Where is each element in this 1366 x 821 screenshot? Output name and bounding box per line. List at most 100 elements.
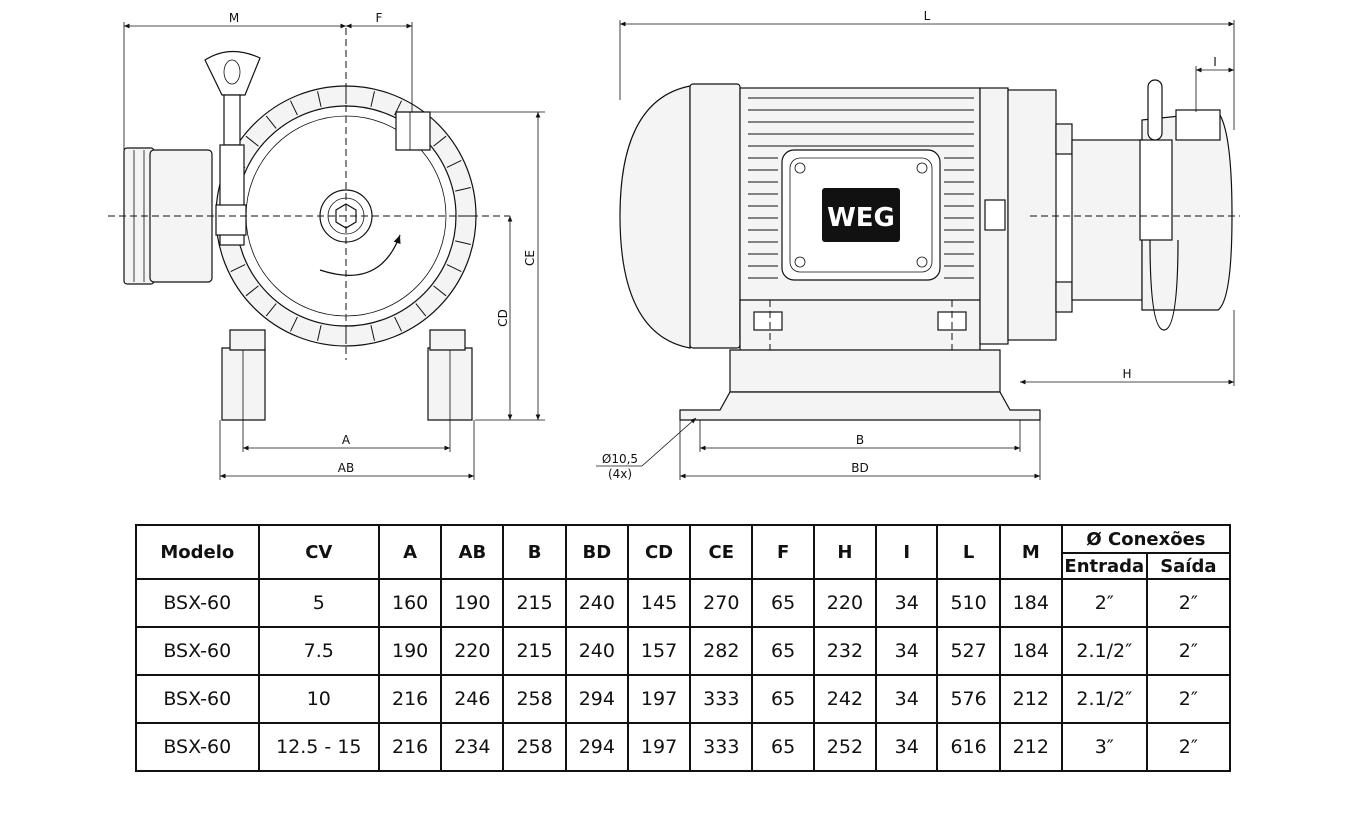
table-cell: 12.5 - 15 (257, 722, 381, 772)
column-header-cv: CV (257, 524, 381, 580)
table-cell: 197 (626, 674, 692, 724)
table-cell: 240 (564, 578, 629, 628)
table-cell: 2.1/2″ (1060, 674, 1148, 724)
table-cell: 576 (936, 674, 1001, 724)
dim-label-ab: AB (338, 461, 354, 475)
table-cell: 65 (751, 674, 815, 724)
column-header-cd: CD (626, 524, 692, 580)
column-header-b: B (502, 524, 567, 580)
table-cell: 294 (564, 674, 629, 724)
table-cell: 282 (689, 626, 754, 676)
table-cell: BSX-60 (135, 626, 260, 676)
table-cell: 240 (564, 626, 629, 676)
table-cell: 216 (377, 722, 443, 772)
table-cell: 234 (440, 722, 505, 772)
dim-label-bd: BD (851, 461, 868, 475)
table-cell: 220 (812, 578, 878, 628)
front-view: M F CE CD A AB (108, 11, 545, 480)
table-cell: 34 (875, 722, 939, 772)
table-cell: 510 (936, 578, 1001, 628)
table-cell: 258 (502, 722, 567, 772)
table-cell: 184 (998, 578, 1063, 628)
table-cell: 2″ (1060, 578, 1148, 628)
dim-label-m: M (229, 11, 239, 25)
housing-fin (433, 285, 447, 297)
column-header-m: M (998, 524, 1063, 580)
table-cell: 197 (626, 722, 692, 772)
table-cell: 2″ (1145, 674, 1232, 724)
table-cell: 252 (812, 722, 878, 772)
dim-label-a: A (342, 433, 351, 447)
column-header-h: H (812, 524, 878, 580)
table-cell: 212 (998, 722, 1063, 772)
housing-fin (230, 264, 246, 272)
housing-fin (455, 240, 471, 245)
table-cell: 65 (751, 578, 815, 628)
housing-fin (265, 115, 277, 129)
column-header-modelo: Modelo (135, 524, 260, 580)
table-cell: 232 (812, 626, 878, 676)
housing-fin (446, 264, 462, 272)
table-cell: 184 (998, 626, 1063, 676)
column-header-a: A (377, 524, 443, 580)
dim-label-i: I (1213, 55, 1217, 69)
column-header-i: I (875, 524, 939, 580)
column-header-l: L (936, 524, 1001, 580)
table-cell: 527 (936, 626, 1001, 676)
table-cell: 10 (257, 674, 381, 724)
column-subheader-saida: Saída (1145, 552, 1232, 580)
housing-fin (245, 135, 259, 147)
housing-fin (317, 91, 322, 107)
table-cell: 258 (502, 674, 567, 724)
housing-fin (290, 100, 298, 116)
housing-fin (394, 316, 402, 332)
housing-fin (245, 285, 259, 297)
housing-fin (265, 303, 277, 317)
housing-fin (455, 187, 471, 192)
table-cell: 160 (377, 578, 443, 628)
housing-fin (370, 91, 375, 107)
housing-fin (290, 316, 298, 332)
housing-fin (433, 135, 447, 147)
dim-label-hole: Ø10,5 (602, 452, 638, 466)
weg-logo: WEG (827, 203, 895, 233)
table-cell: 270 (689, 578, 754, 628)
table-cell: 157 (626, 626, 692, 676)
table-cell: 2″ (1145, 626, 1232, 676)
dim-label-b: B (856, 433, 864, 447)
pump-dimension-drawing: M F CE CD A AB (108, 9, 1240, 481)
table-cell: 34 (875, 578, 939, 628)
table-cell: 333 (689, 722, 754, 772)
column-header-bd: BD (564, 524, 629, 580)
table-cell: 34 (875, 626, 939, 676)
column-header-f: F (751, 524, 815, 580)
table-cell: 3″ (1060, 722, 1148, 772)
table-cell: 34 (875, 674, 939, 724)
dim-label-l: L (924, 9, 931, 23)
dim-label-cd: CD (496, 309, 510, 327)
table-cell: BSX-60 (135, 674, 260, 724)
housing-fin (446, 160, 462, 168)
table-cell: 190 (377, 626, 443, 676)
column-header-ab: AB (440, 524, 505, 580)
table-cell: 216 (377, 674, 443, 724)
table-cell: 65 (751, 626, 815, 676)
table-cell: 2.1/2″ (1060, 626, 1148, 676)
dim-label-ce: CE (523, 250, 537, 266)
table-cell: 65 (751, 722, 815, 772)
dim-label-hole-qty: (4x) (608, 467, 632, 481)
dim-label-f: F (376, 11, 383, 25)
table-cell: BSX-60 (135, 578, 260, 628)
table-cell: 212 (998, 674, 1063, 724)
table-cell: 215 (502, 578, 567, 628)
table-cell: 7.5 (257, 626, 381, 676)
column-group-header-conexoes: Ø Conexões (1060, 524, 1232, 554)
table-cell: 2″ (1145, 722, 1232, 772)
